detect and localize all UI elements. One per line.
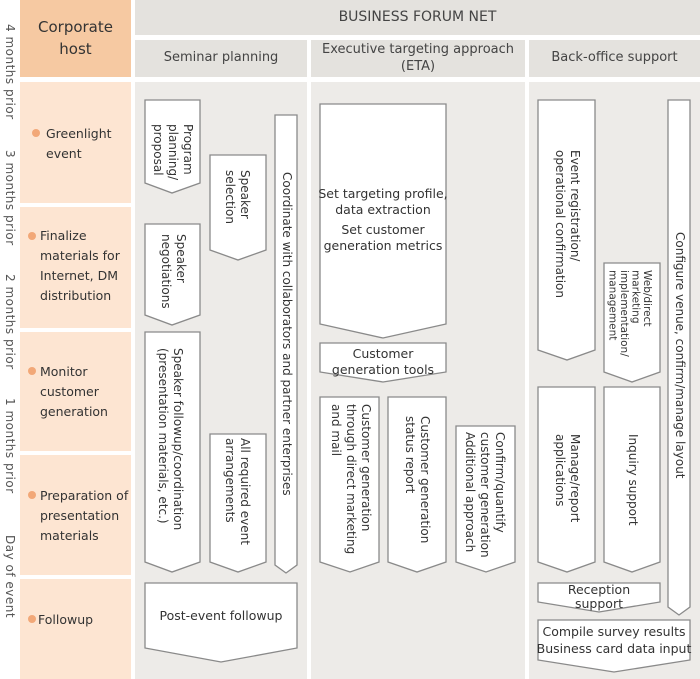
arrow-survey-results <box>537 619 691 673</box>
task-set-metrics: Set customer generation metrics <box>323 222 443 254</box>
arrow-configure-venue <box>667 99 691 616</box>
stage-band-5 <box>20 579 131 679</box>
arrow-manage-applications <box>537 386 596 573</box>
task-event-arrangements: All required event arrangements <box>223 438 252 545</box>
task-status-report: Customer generation status report <box>403 416 432 544</box>
arrow-web-marketing <box>603 262 661 383</box>
timeline-day-of-event: Day of event <box>3 535 17 619</box>
task-reception-support: Reception support <box>567 582 631 612</box>
stage-bullet-icon <box>28 491 36 499</box>
arrow-coordinate <box>274 114 298 574</box>
arrow-speaker-selection <box>209 154 267 261</box>
task-confirm-quantify: Confirm/quantify customer generation Add… <box>463 432 507 558</box>
stage-bullet-icon <box>28 367 36 375</box>
arrow-speaker-followup <box>144 331 201 573</box>
stage-finalize-materials: Finalize materials for Internet, DM dist… <box>40 228 120 303</box>
task-survey-results: Compile survey results Business card dat… <box>536 624 692 656</box>
task-direct-marketing: Customer generation through direct marke… <box>329 404 373 555</box>
task-speaker-negotiations: Speaker negotiations <box>159 234 188 309</box>
task-coordinate: Coordinate with collaborators and partne… <box>280 172 294 496</box>
arrow-gen-tools <box>319 342 447 383</box>
arrow-event-arrangements <box>209 433 267 573</box>
task-inquiry-support: Inquiry support <box>626 434 640 526</box>
timeline-2-months: 2 months prior <box>3 274 17 370</box>
task-configure-venue: Configure venue, confirm/manage layout <box>673 232 687 479</box>
task-web-marketing: Web/direct marketing implementation/ man… <box>606 270 654 357</box>
arrow-set-targeting <box>319 103 447 339</box>
stage-monitor-customer-generation: Monitor customer generation <box>40 364 108 419</box>
stage-bullet-icon <box>32 129 40 137</box>
stage-preparation-materials: Preparation of presentation materials <box>40 488 129 543</box>
arrow-status-report <box>387 396 447 573</box>
task-gen-tools: Customer generation tools <box>331 346 435 378</box>
column-header-eta: Executive targeting approach (ETA) <box>311 40 525 77</box>
arrow-inquiry-support <box>603 386 661 573</box>
column-header-back-office: Back-office support <box>529 40 700 77</box>
column-header-seminar-planning: Seminar planning <box>135 40 307 77</box>
stage-followup: Followup <box>38 612 94 627</box>
timeline-3-months: 3 months prior <box>3 150 17 246</box>
business-forum-header: BUSINESS FORUM NET <box>135 0 700 35</box>
stage-band-2 <box>20 207 131 328</box>
stage-band-1 <box>20 82 131 203</box>
stage-band-3 <box>20 332 131 451</box>
corporate-host-header: Corporate host <box>20 0 131 77</box>
arrow-speaker-negotiations <box>144 223 201 326</box>
stage-bullet-icon <box>28 232 36 240</box>
arrow-direct-marketing <box>319 396 380 573</box>
arrow-confirm-quantify <box>455 425 516 573</box>
task-event-registration: Event registration/ operational confirma… <box>553 150 582 298</box>
arrow-program-planning <box>144 99 201 194</box>
stage-band-4 <box>20 455 131 575</box>
arrow-reception-support <box>537 582 661 613</box>
task-speaker-followup: Speaker followup/coordination (presentat… <box>156 348 185 531</box>
timeline-1-months: 1 months prior <box>3 398 17 494</box>
task-program-planning: Program planning/ proposal <box>151 124 195 181</box>
arrow-post-event <box>144 582 298 663</box>
task-post-event: Post-event followup <box>159 608 283 623</box>
task-manage-applications: Manage/report applications <box>553 434 582 523</box>
task-speaker-selection: Speaker selection <box>223 170 252 224</box>
timeline-4-months: 4 months prior <box>3 24 17 120</box>
stage-greenlight-event: Greenlight event <box>46 126 112 161</box>
stage-bullet-icon <box>28 615 36 623</box>
arrow-event-registration <box>537 99 596 361</box>
task-set-targeting: Set targeting profile, data extraction <box>318 186 448 218</box>
